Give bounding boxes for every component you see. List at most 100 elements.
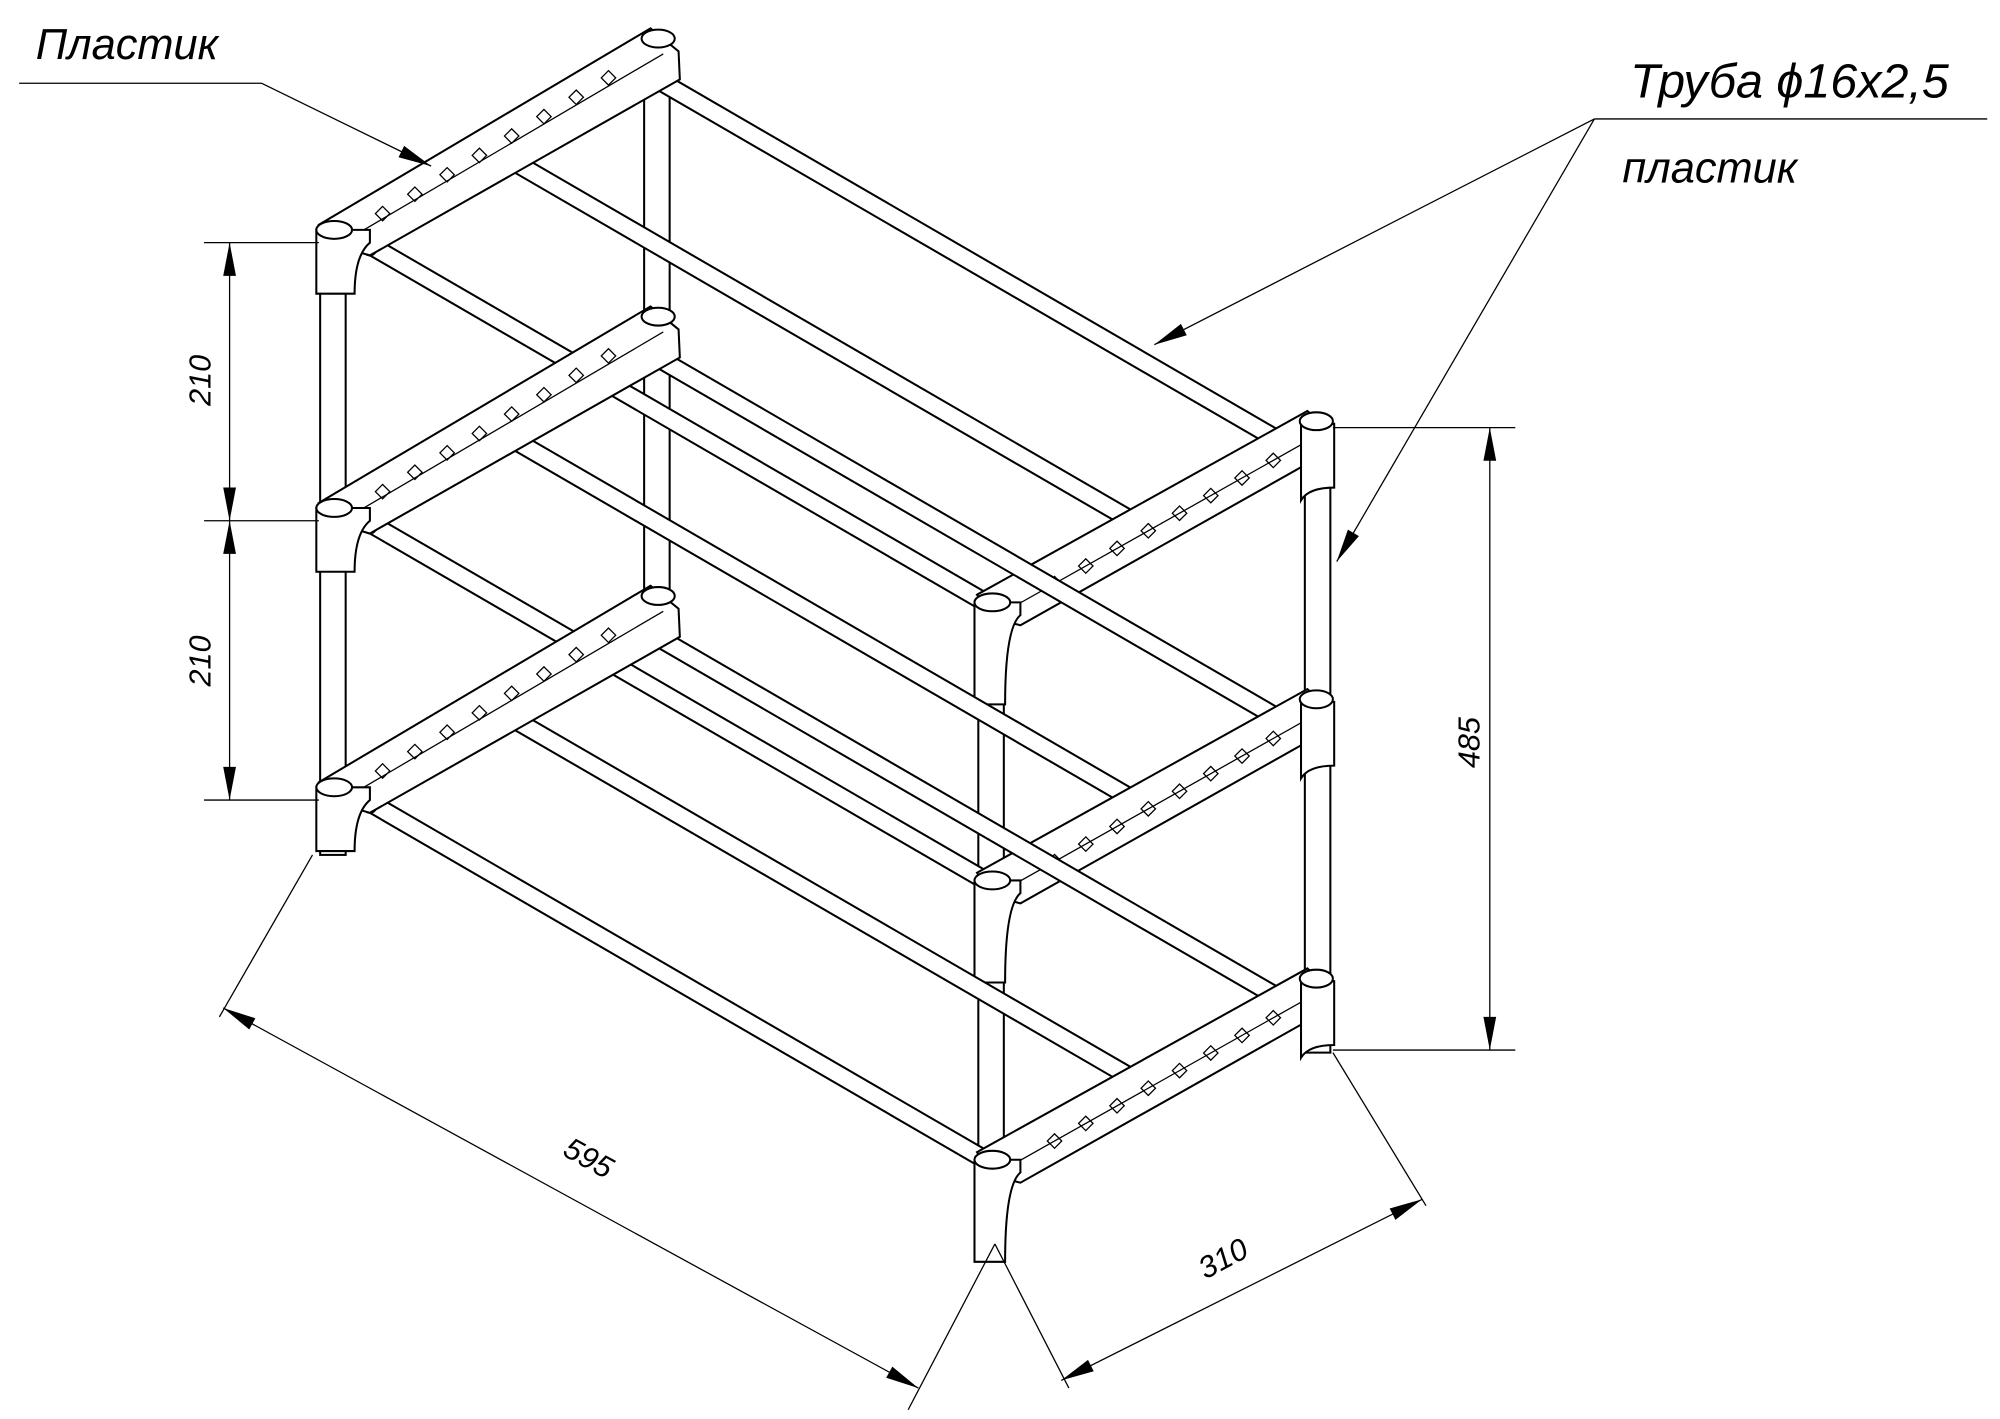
pipe-rod — [361, 790, 1011, 1186]
cap-top-back-right — [1298, 968, 1334, 989]
cap-back-right — [1300, 422, 1336, 504]
pattern-mark — [1108, 1097, 1126, 1114]
pattern-mark — [1265, 730, 1282, 747]
pattern-mark — [1202, 1044, 1219, 1062]
cap-front-right — [973, 601, 1022, 706]
pattern-mark — [1077, 835, 1094, 853]
dim-text-210-upper: 210 — [183, 355, 217, 407]
arrow — [223, 766, 236, 801]
cap-top-back-left — [640, 306, 676, 327]
pattern-mark — [568, 646, 585, 663]
pattern-mark — [1108, 540, 1126, 557]
pipe-rod-body — [509, 705, 1151, 1101]
pattern-mark — [503, 127, 520, 145]
pattern-mark — [471, 704, 488, 721]
pattern-mark — [600, 347, 617, 365]
pattern-mark — [1077, 1115, 1094, 1132]
cap-front-left — [315, 228, 371, 295]
pattern-mark — [1140, 800, 1157, 817]
pattern-mark — [503, 685, 520, 702]
rack-structure — [315, 27, 1336, 1263]
plastic-side-right — [975, 687, 1334, 905]
pattern-mark — [535, 108, 553, 125]
arrow — [1154, 323, 1187, 345]
ext-line — [994, 1243, 1070, 1389]
arrow — [886, 1366, 919, 1389]
arrow — [1336, 529, 1359, 562]
plastic-side-groove — [350, 610, 664, 796]
pattern-mark — [1265, 1009, 1282, 1026]
pattern-mark — [1171, 783, 1188, 800]
cap-top-front-left — [315, 498, 354, 518]
pattern-mark — [374, 205, 391, 222]
plastic-side-groove — [1007, 990, 1321, 1168]
cap-front-left — [315, 786, 371, 853]
pattern-mark — [600, 627, 617, 644]
pattern-mark — [568, 89, 585, 106]
plastic-side-right — [975, 967, 1334, 1184]
pattern-mark — [1202, 487, 1219, 504]
pattern-mark — [1140, 1080, 1157, 1097]
pattern-mark — [1265, 452, 1282, 469]
cap-top-front-right — [973, 870, 1012, 891]
arrow — [398, 145, 432, 167]
cap-back-right — [1300, 980, 1336, 1062]
pattern-mark — [1233, 469, 1251, 487]
pattern-mark — [471, 147, 488, 164]
arrow — [1389, 1199, 1423, 1220]
cap-top-front-left — [315, 777, 354, 798]
cap-front-right — [973, 1158, 1022, 1263]
arrow — [1483, 1016, 1497, 1051]
cap-back-right — [1300, 700, 1336, 783]
label-plastic-top: Пластик — [36, 21, 220, 69]
pattern-mark — [406, 743, 423, 760]
pattern-mark — [471, 425, 488, 442]
pattern-mark — [1140, 522, 1157, 539]
dimension-lines — [19, 82, 1988, 1411]
arrow — [223, 487, 236, 521]
dim-line-310 — [1060, 1198, 1423, 1381]
cap-front-right — [973, 879, 1022, 984]
pipe-rod — [648, 624, 1298, 1020]
plastic-side-groove — [350, 331, 664, 517]
cap-top-back-right — [1298, 411, 1334, 432]
pattern-mark — [406, 186, 423, 203]
pattern-mark — [1108, 818, 1126, 835]
ext-line — [1332, 1052, 1427, 1207]
pattern-mark — [535, 386, 553, 403]
arrow — [223, 242, 236, 276]
pattern-mark — [1171, 1062, 1188, 1079]
pattern-mark — [439, 166, 456, 183]
dim-text-595: 595 — [558, 1131, 620, 1186]
pattern-mark — [568, 367, 585, 384]
dim-text-310: 310 — [1193, 1232, 1254, 1286]
cap-top-back-right — [1298, 689, 1334, 710]
cap-top-back-left — [640, 586, 676, 606]
pattern-mark — [439, 444, 456, 461]
pattern-mark — [1233, 1027, 1251, 1044]
shelf-1 — [315, 27, 1336, 706]
pipe-rod — [501, 705, 1151, 1101]
dim-text-210-lower: 210 — [183, 635, 217, 687]
dim-text-485: 485 — [1453, 716, 1487, 768]
plastic-side-groove — [350, 53, 664, 239]
pattern-mark — [1202, 765, 1219, 782]
cap-top-front-left — [315, 219, 354, 240]
shelf-3 — [315, 584, 1336, 1263]
pattern-mark — [1077, 557, 1094, 575]
pattern-mark — [406, 464, 423, 481]
pipe-rod-body — [368, 790, 1011, 1186]
ext-line — [218, 854, 314, 1018]
ext-line — [907, 1243, 996, 1411]
pattern-mark — [535, 665, 553, 683]
shelf-2 — [315, 305, 1336, 984]
arrow — [223, 1007, 256, 1030]
pattern-mark — [1233, 747, 1251, 765]
arrow — [1061, 1359, 1094, 1381]
pattern-mark — [374, 483, 391, 500]
cap-top-front-right — [973, 592, 1012, 613]
dim-line-595 — [222, 1007, 919, 1389]
cap-top-back-left — [640, 28, 676, 49]
label-pipe-spec: Труба ϕ16x2,5 — [1630, 54, 1950, 108]
